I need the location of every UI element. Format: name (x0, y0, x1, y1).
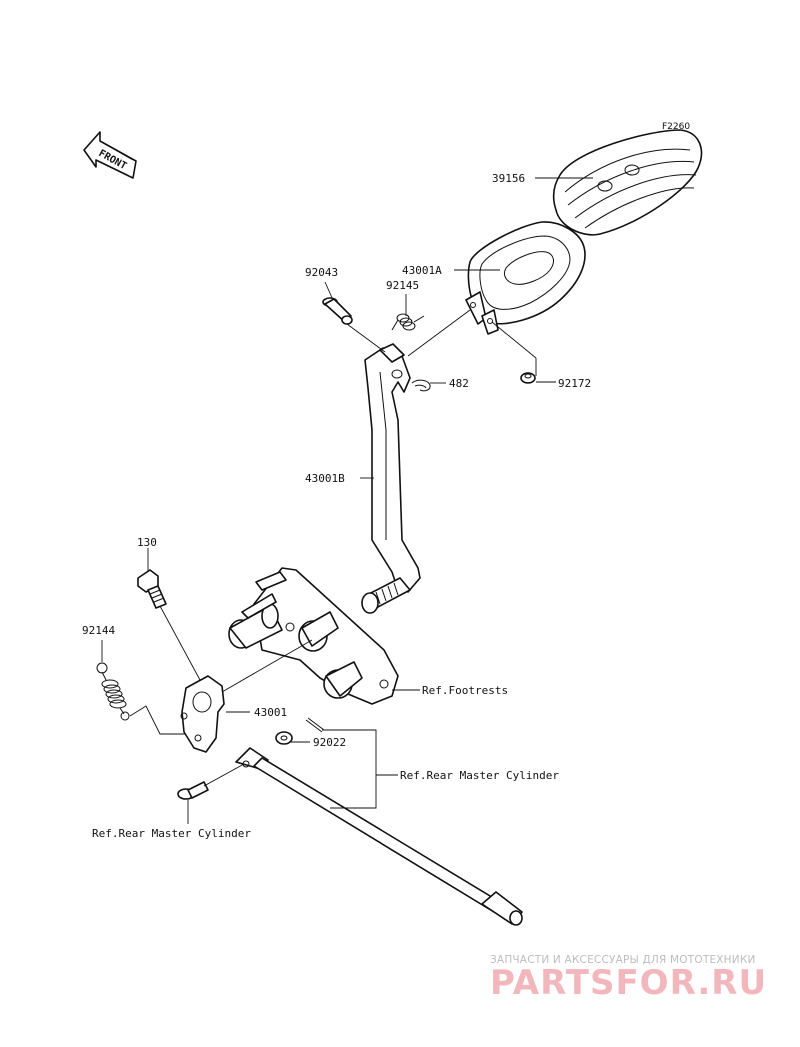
watermark: ЗАПЧАСТИ И АКСЕССУАРЫ ДЛЯ МОТОТЕХНИКИ PA… (490, 954, 767, 1003)
return-spring (96, 662, 130, 721)
callout-43001a: 43001A (402, 264, 442, 277)
leader-lines (101, 177, 593, 824)
callout-92022: 92022 (313, 736, 346, 749)
front-arrow-icon: FRONT (83, 131, 137, 179)
callout-482: 482 (449, 377, 469, 390)
cotter-pin (411, 379, 431, 392)
callout-ref-rear-master-cylinder-left: Ref.Rear Master Cylinder (92, 827, 251, 840)
callout-43001: 43001 (254, 706, 287, 719)
callout-92043: 92043 (305, 266, 338, 279)
watermark-brand: PARTSFOR.RU (490, 963, 767, 1003)
brake-pedal-arm (361, 343, 421, 614)
torsion-spring (391, 313, 425, 331)
diagram-code: F2260 (662, 122, 690, 132)
callout-92144: 92144 (82, 624, 115, 637)
callout-92172: 92172 (558, 377, 591, 390)
pedal-pad-rubber (552, 129, 703, 236)
nut (520, 372, 536, 384)
callout-130: 130 (137, 536, 157, 549)
watermark-tagline: ЗАПЧАСТИ И АКСЕССУАРЫ ДЛЯ МОТОТЕХНИКИ (490, 954, 756, 966)
washer (275, 731, 293, 745)
callout-92145: 92145 (386, 279, 419, 292)
pedal-plate (465, 221, 586, 335)
bolt (137, 569, 167, 609)
small-cotter-pin (305, 717, 325, 733)
callout-39156: 39156 (492, 172, 525, 185)
brake-lever-arm (180, 675, 225, 753)
callout-labels: 39156 43001A 92043 92145 482 92172 43001… (82, 172, 591, 840)
pivot-pin (322, 297, 353, 325)
callout-ref-footrests: Ref.Footrests (422, 684, 508, 697)
footrest-bracket (228, 567, 399, 705)
callout-43001b: 43001B (305, 472, 345, 485)
push-rod (235, 747, 523, 926)
callout-ref-rear-master-cylinder-right: Ref.Rear Master Cylinder (400, 769, 559, 782)
clevis-pin (177, 781, 209, 800)
